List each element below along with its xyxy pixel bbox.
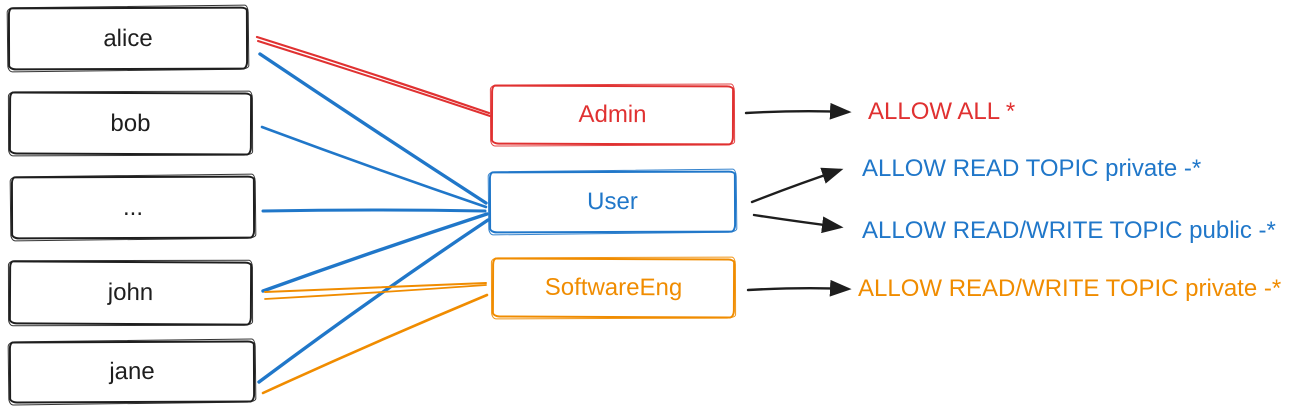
arrow-user-readwrite-public bbox=[752, 213, 844, 234]
edge-john-user bbox=[261, 212, 489, 293]
arrow-user-read-private bbox=[750, 167, 844, 204]
edge-jane-softwareeng bbox=[261, 293, 489, 395]
edge-alice-admin bbox=[255, 35, 491, 115]
user-box-label: john bbox=[107, 278, 154, 307]
role-box-admin: Admin bbox=[490, 84, 735, 146]
user-box-jane: jane bbox=[8, 340, 256, 404]
role-box-label: SoftwareEng bbox=[544, 273, 683, 302]
user-box-label: ... bbox=[122, 193, 144, 221]
user-box-label: alice bbox=[103, 24, 153, 52]
arrow-softwareeng-readwrite-private bbox=[746, 279, 852, 297]
permission-label-readwrite-topic-public: ALLOW READ/WRITE TOPIC public -* bbox=[862, 217, 1276, 244]
user-box-dots: ... bbox=[10, 175, 256, 240]
edge-jane-user bbox=[257, 218, 490, 384]
edge-john-softwareeng bbox=[264, 282, 487, 293]
role-box-label: Admin bbox=[578, 100, 647, 129]
edge-alice-user bbox=[258, 52, 488, 205]
permission-label-read-topic-private: ALLOW READ TOPIC private -* bbox=[862, 155, 1202, 182]
user-box-bob: bob bbox=[8, 91, 253, 156]
user-box-label: jane bbox=[109, 357, 155, 386]
edge-bob-user bbox=[260, 125, 488, 209]
user-box-john: john bbox=[8, 260, 253, 326]
edge-john-softwareeng-sketch bbox=[264, 284, 487, 300]
user-box-alice: alice bbox=[7, 6, 249, 71]
user-box-label: bob bbox=[110, 109, 151, 137]
arrow-admin-allow-all bbox=[744, 102, 852, 120]
edge-alice-admin-sketch bbox=[257, 40, 491, 117]
permission-label-allow-all: ALLOW ALL * bbox=[868, 98, 1016, 125]
role-box-user: User bbox=[488, 170, 737, 234]
role-box-softwareeng: SoftwareEng bbox=[491, 257, 736, 319]
role-box-label: User bbox=[587, 187, 638, 216]
edge-dots-user bbox=[261, 208, 487, 213]
permission-label-readwrite-topic-private: ALLOW READ/WRITE TOPIC private -* bbox=[858, 275, 1282, 302]
